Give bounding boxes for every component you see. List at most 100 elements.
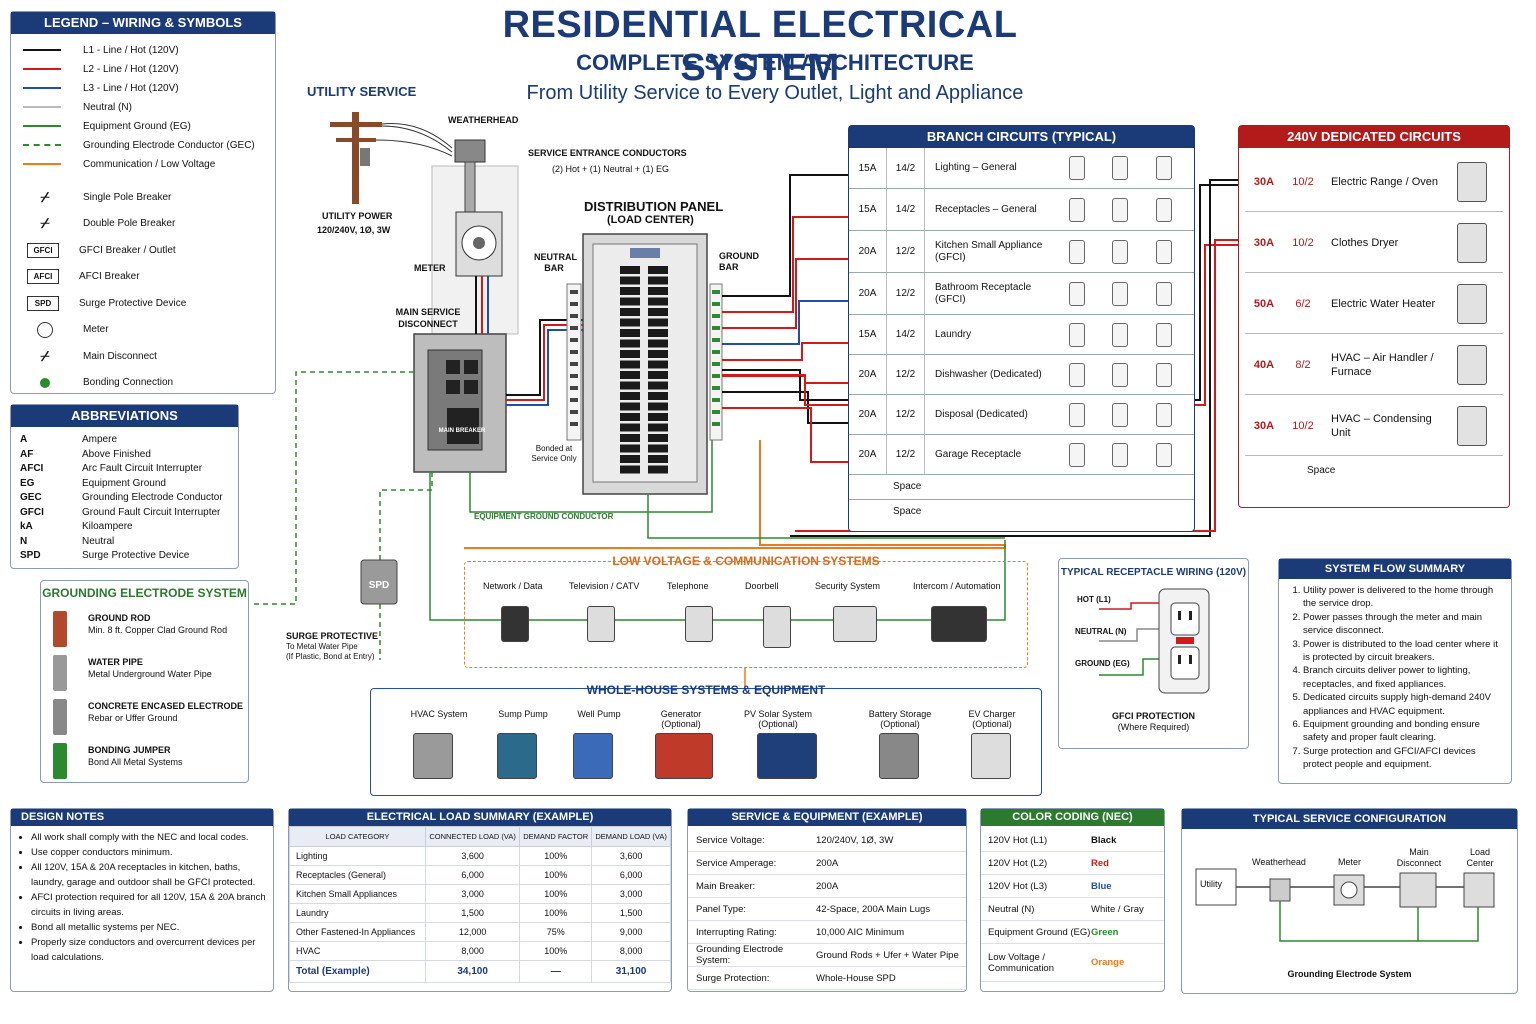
device-icon xyxy=(1068,197,1085,222)
branch-space: Space xyxy=(893,481,922,492)
appliance-icon xyxy=(1457,161,1487,202)
breaker xyxy=(648,413,668,421)
design-note: AFCI protection required for all 120V, 1… xyxy=(31,890,267,920)
breaker xyxy=(648,434,668,442)
design-notes-panel: DESIGN NOTES All work shall comply with … xyxy=(10,808,274,992)
load-cell: 8,000 xyxy=(591,941,671,961)
legend-wire-swatch xyxy=(23,87,61,89)
solar-panel-icon xyxy=(757,733,817,779)
breaker xyxy=(620,423,640,432)
dedicated-amp: 50A xyxy=(1253,297,1275,310)
device-icon xyxy=(1112,281,1129,306)
branch-name: Receptacles – General xyxy=(935,203,1037,215)
load-cell: 3,600 xyxy=(591,846,671,866)
load-cell: 3,000 xyxy=(591,884,671,904)
breaker xyxy=(620,329,640,337)
meter-icon xyxy=(27,321,63,339)
legend-symbol-row: Bonding Connection xyxy=(27,374,173,392)
low-voltage-item-label: Doorbell xyxy=(745,581,779,591)
low-voltage-item-label: Network / Data xyxy=(483,581,543,591)
breaker xyxy=(620,350,640,358)
abbreviation-key: SPD xyxy=(20,550,41,561)
rec-hot-label: HOT (L1) xyxy=(1077,595,1111,604)
dedicated-name: Electric Range / Oven xyxy=(1331,175,1438,188)
device-icon xyxy=(1068,239,1085,264)
color-value: Red xyxy=(1091,857,1109,869)
device-icon xyxy=(1112,322,1129,347)
router-icon xyxy=(501,606,529,642)
load-cell: Receptacles (General) xyxy=(289,865,426,885)
dedicated-wire-size: 10/2 xyxy=(1292,419,1314,432)
design-note: All work shall comply with the NEC and l… xyxy=(31,830,267,845)
color-key: Neutral (N) xyxy=(988,903,1035,915)
flow-panel: SYSTEM FLOW SUMMARY Utility power is del… xyxy=(1278,558,1512,784)
color-coding-title: COLOR CODING (NEC) xyxy=(981,809,1164,826)
tag-afci-icon: AFCI xyxy=(27,269,59,284)
flow-item: Equipment grounding and bonding ensure s… xyxy=(1303,718,1503,745)
dedicated-title: 240V DEDICATED CIRCUITS xyxy=(1239,126,1509,148)
color-value: Black xyxy=(1091,834,1117,846)
branch-wire-size: 14/2 xyxy=(887,148,925,188)
legend-wire-label: Communication / Low Voltage xyxy=(83,158,216,170)
breaker xyxy=(648,444,668,453)
service-value: 42-Space, 200A Main Lugs xyxy=(816,903,931,915)
main-disconnect-box: MAIN BREAKER xyxy=(413,333,507,473)
color-value: Orange xyxy=(1091,957,1125,968)
service-key: Surge Protection: xyxy=(696,972,770,984)
grounding-item-desc: Rebar or Uffer Ground xyxy=(88,713,178,723)
branch-wire xyxy=(722,300,848,345)
dedicated-name: Electric Water Heater xyxy=(1331,297,1436,310)
service-key: Main Breaker: xyxy=(696,880,756,892)
branch-wire xyxy=(722,174,848,297)
branch-device-icons xyxy=(1055,322,1194,347)
branch-amp: 20A xyxy=(849,435,887,474)
grounding-item-name: BONDING JUMPER xyxy=(88,745,171,755)
legend-wire-label: Neutral (N) xyxy=(83,101,132,113)
device-icon xyxy=(1156,402,1173,427)
flow-item: Dedicated circuits supply high-demand 24… xyxy=(1303,691,1503,718)
service-value: 10,000 AIC Minimum xyxy=(816,926,905,938)
device-icon xyxy=(1156,156,1173,180)
load-header: CONNECTED LOAD (VA) xyxy=(424,826,521,847)
device-icon xyxy=(1156,362,1173,387)
color-key: Equipment Ground (EG) xyxy=(988,926,1091,938)
legend-wire-label: L2 - Line / Hot (120V) xyxy=(83,63,179,75)
breaker xyxy=(620,413,640,421)
branch-name: Laundry xyxy=(935,328,972,340)
device-icon xyxy=(1156,442,1173,467)
tag-spd-icon: SPD xyxy=(27,295,59,311)
low-voltage-item-label: Television / CATV xyxy=(569,581,640,591)
grounding-item-desc: Min. 8 ft. Copper Clad Ground Rod xyxy=(88,625,228,635)
branch-amp: 20A xyxy=(849,395,887,434)
spd-label: SPD xyxy=(369,580,390,591)
whole-house-item-label: PV Solar System (Optional) xyxy=(743,709,813,729)
service-equipment-panel: SERVICE & EQUIPMENT (EXAMPLE) Service Vo… xyxy=(687,808,967,992)
meter-label: METER xyxy=(414,263,446,273)
sc-load-center: Load Center xyxy=(1466,847,1494,868)
page-title: RESIDENTIAL ELECTRICAL SYSTEM xyxy=(502,4,1018,89)
ev-charger-icon xyxy=(971,733,1011,779)
branch-device-icons xyxy=(1055,442,1194,467)
spd-device: SPD xyxy=(360,559,398,605)
low-voltage-item-label: Telephone xyxy=(667,581,709,591)
breaker xyxy=(620,339,640,348)
breaker xyxy=(648,339,668,348)
service-config-title: TYPICAL SERVICE CONFIGURATION xyxy=(1182,809,1517,829)
sump-pump-icon xyxy=(497,733,537,779)
dedicated-name: HVAC – Air Handler / Furnace xyxy=(1331,351,1434,378)
surge-label-1: SURGE PROTECTIVE xyxy=(286,631,379,641)
device-icon xyxy=(1068,281,1085,306)
breaker xyxy=(620,444,640,453)
load-cell: 100% xyxy=(519,846,593,866)
